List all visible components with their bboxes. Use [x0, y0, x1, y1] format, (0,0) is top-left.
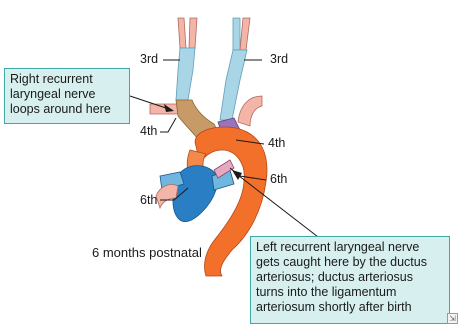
- label-third-arch-left: 3rd: [140, 52, 158, 66]
- label-sixth-arch-right: 6th: [270, 172, 287, 186]
- label-fourth-arch-right: 4th: [268, 136, 285, 150]
- callout-left-recurrent-nerve: Left recurrent laryngeal nerve gets caug…: [250, 236, 450, 324]
- label-sixth-arch-left: 6th: [140, 193, 157, 207]
- expand-icon[interactable]: ⇲: [447, 313, 458, 324]
- label-third-arch-right: 3rd: [270, 52, 288, 66]
- callout-right-recurrent-nerve: Right recurrent laryngeal nerve loops ar…: [4, 68, 130, 124]
- arrow-head-left: [232, 170, 242, 180]
- label-fourth-arch-left: 4th: [140, 124, 157, 138]
- left-subclavian: [238, 96, 262, 126]
- label-age: 6 months postnatal: [92, 245, 202, 260]
